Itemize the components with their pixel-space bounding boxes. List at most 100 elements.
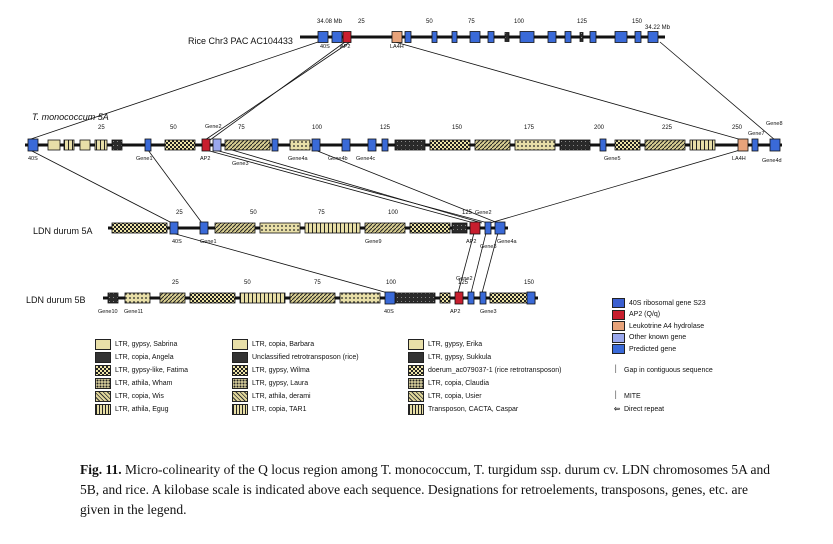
legend-symbol-entry: │MITE (614, 392, 714, 401)
ldn5a-te-block (111, 222, 168, 234)
ldn5b-gene-label: Gene11 (124, 309, 144, 315)
mite-icon: │ (614, 392, 619, 399)
tmono-tick-label: 125 (380, 125, 391, 131)
ldn5b-gene-box (384, 291, 396, 305)
tmono-te-block (394, 139, 426, 151)
legend-gene-label: AP2 (Q/q) (629, 311, 661, 318)
ldn5b-te-block (394, 292, 436, 304)
rice-end-label: 34.22 Mb (645, 25, 671, 31)
tmono-gene-box (769, 138, 781, 152)
legend-entry: LTR, gypsy, Sukkula (408, 352, 491, 363)
tmono-te-block (689, 139, 716, 151)
tmono-te-block (559, 139, 591, 151)
legend-label: doerum_ac079037-1 (rice retrotransposon) (428, 367, 562, 374)
tmono-gene-box (27, 138, 39, 152)
tmono-te-block (79, 139, 91, 151)
legend-label: LTR, gypsy, Erika (428, 341, 483, 348)
tmono-gene-box (201, 138, 211, 152)
legend-gene-label: Leukotrine A4 hydrolase (629, 322, 705, 330)
legend-gene-swatch (612, 344, 625, 354)
colinearity-line (659, 41, 776, 141)
rice-tick-label: 75 (468, 19, 475, 25)
legend-entry: LTR, gypsy, Sabrina (95, 339, 177, 350)
ldn5b-te-block (239, 292, 286, 304)
legend-gene-swatch (612, 298, 625, 308)
ldn5a-gene-label: Gene3 (480, 244, 497, 250)
rice-seq-name: Rice Chr3 PAC AC104433 (188, 36, 293, 46)
legend-gene-label: Predicted gene (629, 345, 677, 353)
legend-swatch (408, 352, 424, 363)
legend-entry: LTR, copia, Barbara (232, 339, 314, 350)
tmono-tick-label: 200 (594, 125, 605, 131)
tmono-gene-box (751, 138, 759, 152)
colinearity-line (29, 149, 173, 224)
legend-entry: LTR, gypsy, Wilma (232, 365, 310, 376)
tmono-te-block (644, 139, 686, 151)
tmono-tick-label: 250 (732, 125, 743, 131)
caption-text: Micro-colinearity of the Q locus region … (80, 462, 771, 517)
legend-gene-label: Other known gene (629, 334, 687, 341)
rice-gene-box (469, 31, 481, 43)
colinearity-line (214, 149, 489, 224)
legend-gene-swatch (612, 309, 625, 320)
legend-swatch (408, 378, 424, 389)
tmono-gene-box (737, 138, 749, 152)
ldn5b-te-block (124, 292, 151, 304)
tmono-tick-label: 75 (238, 125, 245, 131)
direct-repeat-icon: ⇦ (614, 406, 620, 413)
tmono-te-block (111, 139, 123, 151)
ldn5b-gene-box (454, 291, 464, 305)
rice-gene-box (547, 31, 557, 43)
tmono-gene-label: LA4H (732, 156, 746, 162)
rice-gene-box (317, 31, 329, 43)
colinearity-line (205, 149, 475, 224)
ldn5a-te-block (364, 222, 406, 234)
rice-gene-label: LA4H (390, 44, 404, 50)
tmono-te-block (164, 139, 196, 151)
tmono-gene-label: Gene1 (136, 156, 153, 162)
ldn5b-te-block (289, 292, 336, 304)
rice-tick-label: 25 (358, 19, 365, 25)
colinearity-line (457, 232, 475, 294)
legend-entry: Transposon, CACTA, Caspar (408, 404, 518, 415)
legend-label: LTR, athila, Egug (115, 406, 169, 413)
figure-caption: Fig. 11. Micro-colinearity of the Q locu… (80, 460, 780, 520)
ldn5a-gene-label: Gene4a (497, 239, 517, 245)
rice-gene-box (451, 31, 458, 43)
legend-gene-swatch (612, 332, 625, 343)
ldn5b-tick-label: 25 (172, 280, 179, 286)
ldn5a-tick-label: 50 (250, 210, 257, 216)
rice-tick-label: 100 (514, 19, 525, 25)
legend-entry: LTR, copia, Usier (408, 391, 482, 402)
legend-label: LTR, copia, Usier (428, 393, 482, 400)
legend-label: LTR, athila, Wham (115, 380, 173, 387)
ldn5a-tick-label: 125 (462, 210, 473, 216)
rice-gene-box (634, 31, 642, 43)
ldn5b-gene-box (479, 291, 487, 305)
rice-gene-box (342, 31, 352, 43)
legend-label: Unclassified retrotransposon (rice) (252, 354, 359, 361)
ldn5a-te-block (259, 222, 301, 234)
ldn5b-gene-label: Gene10 (98, 309, 118, 315)
rice-te-block (504, 32, 510, 42)
ldn5a-gene-label: 40S (172, 239, 182, 245)
legend-swatch (408, 339, 424, 350)
tmono-gene-box (381, 138, 389, 152)
colinearity-line (394, 41, 743, 141)
ldn5a-gene-label: Gene1 (200, 239, 217, 245)
legend-label: LTR, gypsy, Sabrina (115, 341, 178, 348)
tmono-gene-label: Gene4d (762, 158, 782, 164)
tmono-gene-label: Gene4a (288, 156, 308, 162)
tmono-te-block (94, 139, 108, 151)
tmono-gene-label: Gene7 (748, 131, 765, 137)
rice-tick-label: 150 (632, 19, 643, 25)
colinearity-line (470, 232, 487, 294)
rice-tick-label: 50 (426, 19, 433, 25)
rice-gene-box (404, 31, 412, 43)
tmono-te-block (224, 139, 271, 151)
ldn5b-tick-label: 50 (244, 280, 251, 286)
legend-swatch (232, 339, 248, 350)
ldn5a-gene-label: Gene2 (475, 210, 492, 216)
tmono-gene-box (271, 138, 279, 152)
tmono-te-block (289, 139, 311, 151)
